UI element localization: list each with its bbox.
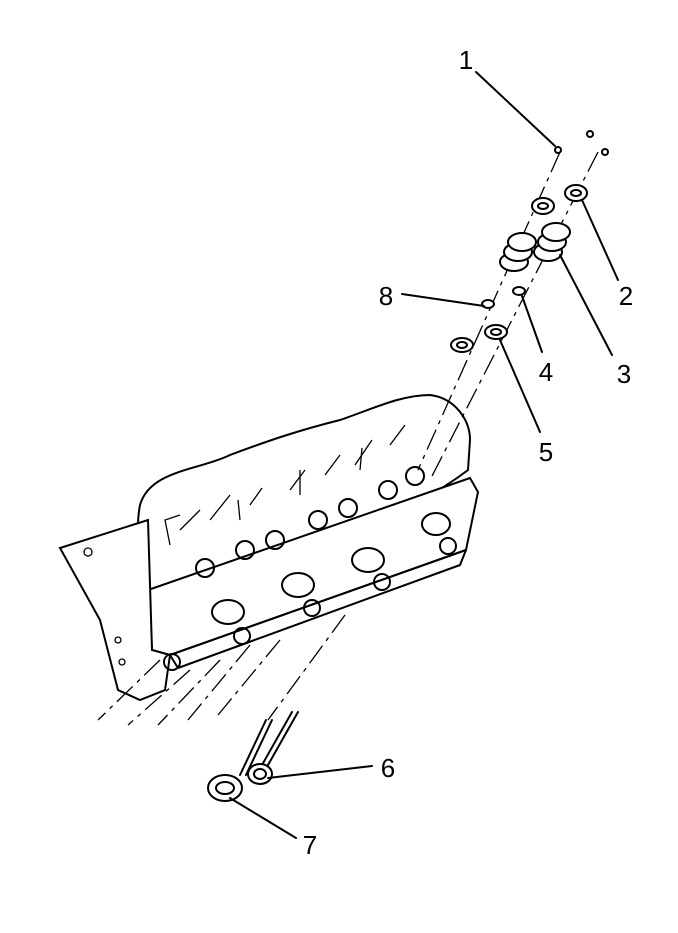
callout-5: 5 [538, 437, 554, 467]
callout-8: 8 [378, 281, 394, 311]
callout-4: 4 [538, 357, 554, 387]
callout-6: 6 [380, 753, 396, 783]
valve-springs [499, 222, 571, 272]
callout-1: 1 [458, 45, 474, 75]
valve-keys [554, 130, 609, 156]
callout-2: 2 [618, 281, 634, 311]
spring-retainers [531, 184, 588, 215]
callout-3: 3 [616, 359, 632, 389]
cylinder-head [58, 393, 480, 702]
valve-pockets [195, 466, 425, 578]
valves [207, 711, 299, 802]
valve-stem-seals [481, 286, 526, 309]
callout-7: 7 [302, 830, 318, 860]
leader-lines [229, 71, 619, 839]
spring-shims [450, 324, 508, 353]
